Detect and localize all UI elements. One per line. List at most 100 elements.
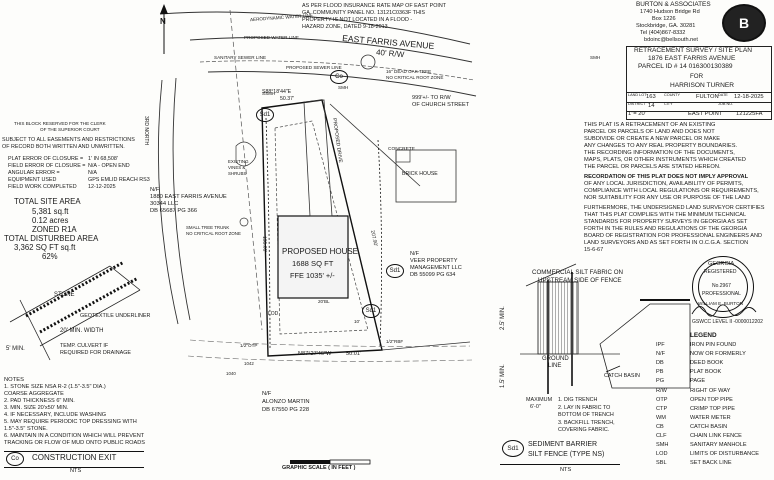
legend-code: WM [656, 414, 666, 421]
silt-nts: NTS [560, 467, 572, 473]
silt-title-top: UPSTREAM SIDE OF FENCE [538, 277, 622, 284]
exit-note: 6. MAINTAIN IN A CONDITION WHICH WILL PR… [4, 433, 145, 439]
legend-description: LIMITS OF DISTURBANCE [690, 451, 759, 458]
flood-note-line: AS PER FLOOD INSURANCE RATE MAP OF EAST … [302, 3, 447, 9]
seal-prof: PROFESSIONAL [702, 291, 741, 297]
seal-name: WILLIAM E. BURTON [698, 301, 744, 306]
legend-code: CB [656, 423, 664, 430]
setback-label: 20'BL [318, 299, 330, 304]
legend-code: OTP [656, 396, 668, 403]
clerk-block: OF THE SUPERIOR COURT [40, 127, 100, 132]
company-address: Stockbridge, GA. 30281 [636, 23, 696, 29]
closure-label: ANGULAR ERROR = [8, 170, 60, 176]
legend-code: DB [656, 360, 664, 367]
contour-line [187, 355, 473, 362]
site-area-line: ZONED R1A [32, 225, 77, 234]
proposed-water-label: PROPOSED WATER LINE [244, 35, 299, 40]
exit-label: 5' MIN. [6, 346, 25, 352]
exit-title-bar [4, 451, 144, 468]
small-tree-label: NO CRITICAL ROOT ZONE [186, 231, 241, 236]
certify-note: FORTH IN THE RULES AND REGULATIONS OF TH… [584, 226, 748, 232]
restrictions-note: OF RECORD BOTH WRITTEN AND UNWRITTEN. [2, 144, 125, 150]
closure-value: 1' IN 68,508' [88, 156, 118, 162]
legend-description: IRON PIN FOUND [690, 342, 737, 348]
exit-title: CONSTRUCTION EXIT [32, 453, 117, 462]
sewer-line [199, 60, 475, 81]
legend-code: CLF [656, 433, 667, 439]
certify-note: FURTHERMORE, THE UNDERSIGNED LAND SURVEY… [584, 205, 765, 211]
legend-code: SMH [656, 442, 669, 449]
proposed-sewer-label: PROPOSED SEWER LINE [286, 65, 342, 70]
silt-step: 2. LAY IN FABRIC TO [558, 405, 611, 411]
church-street-label: OF CHURCH STREET [412, 102, 470, 108]
legend-code: PB [656, 369, 664, 376]
exit-nts: NTS [70, 468, 82, 474]
retrace-note: SUBDIVIDE OR CREATE A NEW PARCEL OR MAKE [584, 136, 721, 142]
setback-label: 10' [354, 319, 360, 324]
silt-dim: 1.5' MIN. [500, 364, 506, 388]
church-street-label: 999'+/- TO R/W [412, 95, 451, 101]
company-name: BURTON & ASSOCIATES [636, 1, 711, 8]
exit-note: 1.5"-3.5" STONE. [4, 426, 48, 432]
iron-pin-label: 1/2"OTP [240, 343, 258, 348]
surveyor-seal [692, 256, 754, 318]
site-area-line: 0.12 acres [32, 216, 69, 225]
company-email: bdoinc@bellsouth.net [644, 37, 698, 43]
retrace-note: THIS PLAT IS A RETRACEMENT OF AN EXISTIN… [584, 122, 716, 128]
site-area-line: TOTAL SITE AREA [14, 197, 81, 206]
neighbor-right-line: VEER PROPERTY [410, 258, 458, 264]
dead-oak-label: NO CRITICAL ROOT ZONE [386, 75, 444, 80]
closure-value: 12-12-2025 [88, 184, 116, 190]
street-edge-line [189, 37, 473, 63]
legend-description: SET BACK LINE [690, 460, 732, 467]
legend-title: LEGEND [690, 332, 717, 339]
silt-title: SEDIMENT BARRIER [528, 441, 598, 448]
exit-note: TRACKING OR FLOW OF MUD ONTO PUBLIC ROAD… [4, 440, 145, 446]
silt-fence-badge: Sd1 [256, 108, 274, 122]
silt-fence-line [265, 117, 271, 351]
street-edge-line [159, 11, 471, 45]
table-value: FULTON [696, 94, 719, 100]
third-north-road [157, 79, 179, 325]
legend-code: IPF [656, 342, 665, 348]
table-value: 163 [646, 94, 656, 100]
certify-note: STANDARDS FOR PROPERTY SURVEYS IN GEORGI… [584, 219, 748, 225]
exit-note: 4. IF NECESSARY, INCLUDE WASHING [4, 412, 107, 418]
retrace-note: ANY CHANGES TO ANY REAL PROPERTY BOUNDAR… [584, 143, 738, 149]
vines-label: VINES & [228, 165, 246, 170]
vines-outline [235, 141, 257, 167]
elevation-label: 1042 [244, 361, 254, 366]
small-tree-label: SMALL TREE TRUNK [186, 225, 230, 230]
neighbor-bottom-line: N/F [262, 391, 272, 397]
legend-code: LOD [656, 451, 668, 458]
neighbor-left-line: N/F [150, 187, 160, 193]
exit-label: STONE [54, 292, 75, 298]
legend-description: RIGHT OF WAY [690, 387, 731, 394]
exit-note: 5. MAY REQUIRE PERIODIC TOP DRESSING WIT… [4, 419, 137, 425]
table-value: 14 [648, 103, 655, 109]
clerk-block: THIS BLOCK RESERVED FOR THE CLERK [14, 121, 106, 126]
brick-house-outline [395, 149, 457, 203]
retrace-note: MAPS, PLATS, OR OTHER INSTRUMENTS WHICH … [584, 157, 746, 163]
legend-description: NOW OR FORMERLY [690, 351, 746, 358]
table-key: DATE [718, 93, 728, 97]
exit-label: 20' MIN. WIDTH [60, 328, 104, 334]
catch-basin-label: CATCH BASIN [604, 373, 640, 379]
silt-step: BOTTOM OF TRENCH [558, 412, 614, 418]
flood-note-line: GA. COMMUNITY PANEL NO. 13121C0363F THIS [302, 10, 425, 16]
proposed-driveway [303, 99, 333, 217]
legend-description: PLAT BOOK [690, 369, 722, 376]
seal-reg: REGISTERED [704, 269, 737, 275]
legend-description: OPEN TOP PIPE [690, 396, 733, 403]
site-area-line: 3,362 SQ FT sq.ft [14, 243, 76, 252]
silt-fence-drawing [520, 263, 691, 394]
company-phone: Tel (404)867-8332 [640, 30, 686, 36]
neighbor-lot-line [329, 103, 421, 187]
ssmh-label: SSMH [262, 91, 276, 96]
neighbor-left-line: 1880 EAST FARRIS AVENUE [150, 194, 227, 200]
dead-oak-label: 16" DEAD OAK TREE [386, 69, 432, 74]
legend-description: WATER METER [690, 414, 731, 421]
house-area: 1688 SQ FT [292, 259, 334, 268]
closure-label: EQUIPMENT USED [8, 177, 57, 183]
company-address: Box 1226 [652, 16, 676, 22]
